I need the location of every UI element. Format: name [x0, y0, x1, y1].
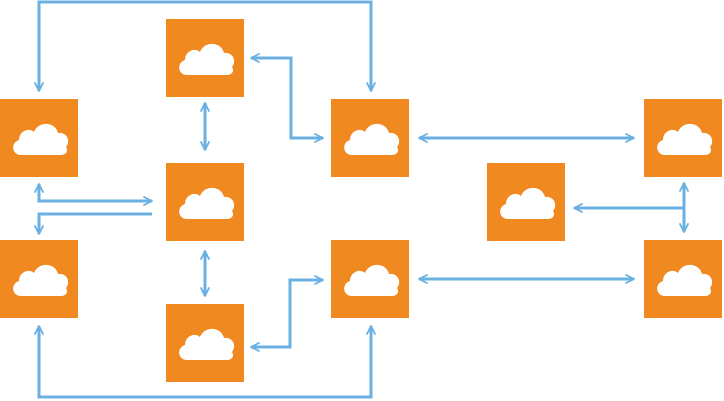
node-box — [644, 240, 722, 318]
connector-center-mid-left-bottom — [34, 212, 152, 235]
cloud-node-hub-bottom — [331, 240, 409, 318]
node-box — [0, 240, 78, 318]
cloud-node-left-top — [0, 99, 78, 177]
cloud-node-center-top — [166, 19, 244, 97]
cloud-icon — [13, 123, 69, 155]
node-box — [166, 19, 244, 97]
cloud-icon — [500, 187, 556, 219]
node-box — [166, 304, 244, 382]
cloud-icon — [657, 123, 713, 155]
cloud-node-center-bottom — [166, 304, 244, 382]
connector-left-top-center-mid — [34, 183, 153, 206]
connector-left-top-hub-top — [34, 0, 376, 92]
cloud-icon — [13, 264, 69, 296]
connector-left-bottom-hub-bottom — [34, 325, 376, 399]
node-box — [331, 240, 409, 318]
cloud-node-far-bottom — [644, 240, 722, 318]
node-box — [0, 99, 78, 177]
cloud-icon — [179, 43, 235, 75]
connector-center-top-hub-top — [250, 53, 324, 143]
cloud-icon — [179, 187, 235, 219]
cloud-node-center-mid — [166, 163, 244, 241]
cloud-node-hub-top — [331, 99, 409, 177]
cloud-node-right-mid — [487, 163, 565, 241]
cloud-icon — [657, 264, 713, 296]
node-box — [166, 163, 244, 241]
connector-center-bottom-hub-bottom — [250, 275, 324, 352]
cloud-node-left-bottom — [0, 240, 78, 318]
node-box — [331, 99, 409, 177]
node-box — [487, 163, 565, 241]
cloud-icon — [179, 328, 235, 360]
cloud-icon — [344, 123, 400, 155]
node-box — [644, 99, 722, 177]
cloud-icon — [344, 264, 400, 296]
cloud-node-far-top — [644, 99, 722, 177]
